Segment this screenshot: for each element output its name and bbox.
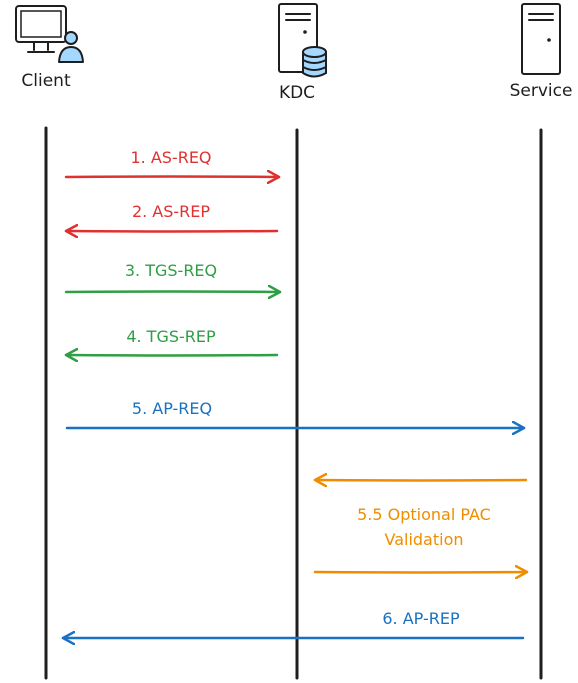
message-label-tgs-req: 3. TGS-REQ — [125, 261, 217, 280]
message-label-pac-validation-line1: 5.5 Optional PAC — [357, 505, 491, 524]
arrow-tgs-rep — [64, 355, 279, 356]
arrow-pac-validation-request — [313, 480, 528, 481]
actor-label-kdc: KDC — [279, 83, 315, 103]
message-label-as-rep: 2. AS-REP — [132, 202, 210, 221]
computer-user-icon — [15, 5, 84, 63]
arrow-pac-validation-response — [313, 572, 529, 573]
arrow-ap-rep — [63, 638, 525, 639]
arrow-tgs-req — [64, 292, 282, 293]
message-label-tgs-rep: 4. TGS-REP — [126, 327, 216, 346]
message-label-ap-rep: 6. AP-REP — [382, 609, 460, 628]
actor-label-service: Service — [510, 81, 573, 101]
server-icon — [521, 3, 561, 75]
message-label-pac-validation-line2: Validation — [384, 530, 463, 549]
arrow-as-rep — [64, 231, 279, 232]
arrow-as-req — [64, 177, 281, 178]
server-database-icon — [278, 3, 327, 78]
message-label-as-req: 1. AS-REQ — [130, 148, 211, 167]
arrow-ap-req — [65, 428, 526, 429]
message-label-ap-req: 5. AP-REQ — [132, 399, 212, 418]
actor-label-client: Client — [21, 71, 71, 91]
